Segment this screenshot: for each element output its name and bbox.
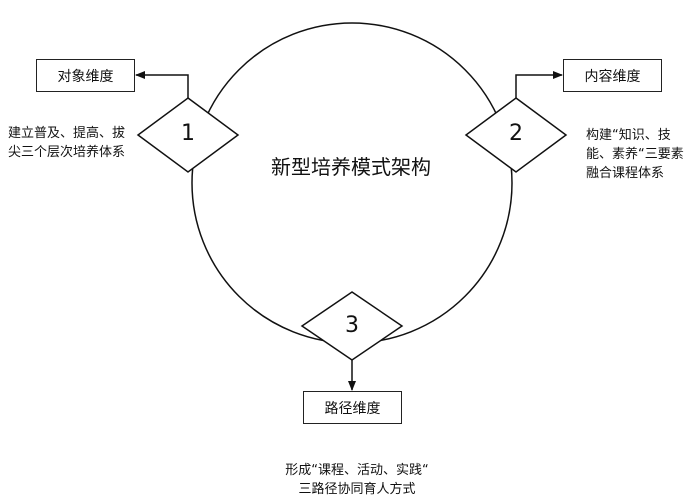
arrow-to-content [515,71,563,98]
description-line: 三路径协同育人方式 [298,482,416,497]
diamond-1 [136,97,240,173]
description-line: 能、素养“三要素 [586,147,684,162]
description-line: 尖三个层次培养体系 [8,145,126,160]
diamond-2 [464,97,568,173]
path-dimension-description: 形成“课程、活动、实践“ 三路径协同育人方式 [262,461,452,499]
object-dimension-description: 建立普及、提高、拔 尖三个层次培养体系 [8,124,143,162]
path-dimension-box: 路径维度 [303,391,402,424]
diamond-1-number: 1 [181,121,195,146]
description-line: 形成“课程、活动、实践“ [285,463,429,478]
content-dimension-box: 内容维度 [563,59,662,92]
description-line: 构建“知识、技 [586,128,671,143]
diagram-title: 新型培养模式架构 [271,155,431,179]
arrow-to-object [135,71,189,98]
description-line: 建立普及、提高、拔 [8,126,126,141]
object-dimension-box: 对象维度 [36,59,135,92]
diamond-2-number: 2 [509,121,523,146]
description-line: 融合课程体系 [586,166,665,181]
diamond-3-number: 3 [345,313,359,338]
content-dimension-description: 构建“知识、技 能、素养“三要素 融合课程体系 [586,126,686,183]
